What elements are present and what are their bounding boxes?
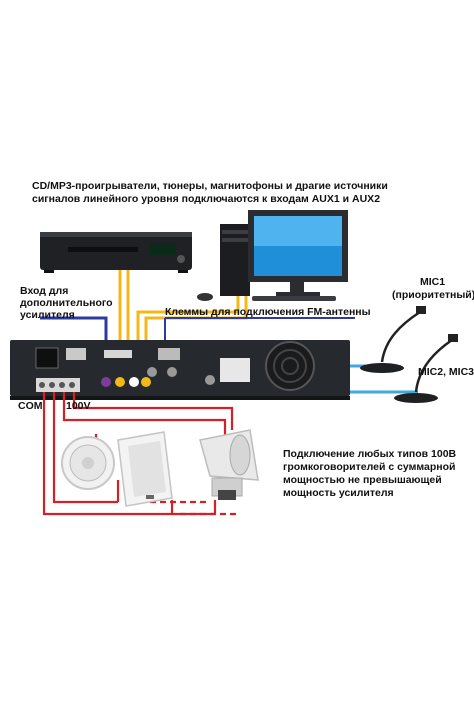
horn-speaker-icon: [199, 429, 259, 500]
speakers-caption-line4: мощность усилителя: [283, 487, 394, 499]
fm-terminals-label: Клеммы для подключения FM-антенны: [165, 306, 371, 318]
speakers-caption-line1: Подключение любых типов 100В: [283, 448, 457, 460]
speakers-caption-line2: громкоговорителей с суммарной: [283, 461, 456, 473]
ext-amp-label-line3: усилителя: [20, 309, 75, 321]
mic23-label: MIC2, MIC3: [418, 366, 474, 378]
computer: [197, 210, 348, 301]
mic1-icon: [360, 306, 426, 373]
mic1-priority-label: (приоритетный): [392, 289, 474, 301]
sources-caption-line1: CD/MP3-проигрыватели, тюнеры, магнитофон…: [32, 180, 388, 192]
mic23-icon: [394, 334, 458, 403]
v100-label: 100V: [66, 400, 91, 412]
com-label: COM: [18, 400, 43, 412]
speakers-caption-line3: мощностью не превышающей: [283, 474, 442, 486]
ext-amp-label-line1: Вход для: [20, 285, 69, 297]
cd-player: [40, 232, 192, 273]
amplifier: [10, 340, 350, 400]
ext-amp-label-line2: дополнительного: [20, 297, 113, 309]
sources-caption-line2: сигналов линейного уровня подключаются к…: [32, 193, 381, 205]
wall-speaker-icon: [117, 431, 173, 507]
mic1-label: MIC1: [420, 276, 446, 288]
ceiling-speaker-icon: [61, 436, 115, 490]
